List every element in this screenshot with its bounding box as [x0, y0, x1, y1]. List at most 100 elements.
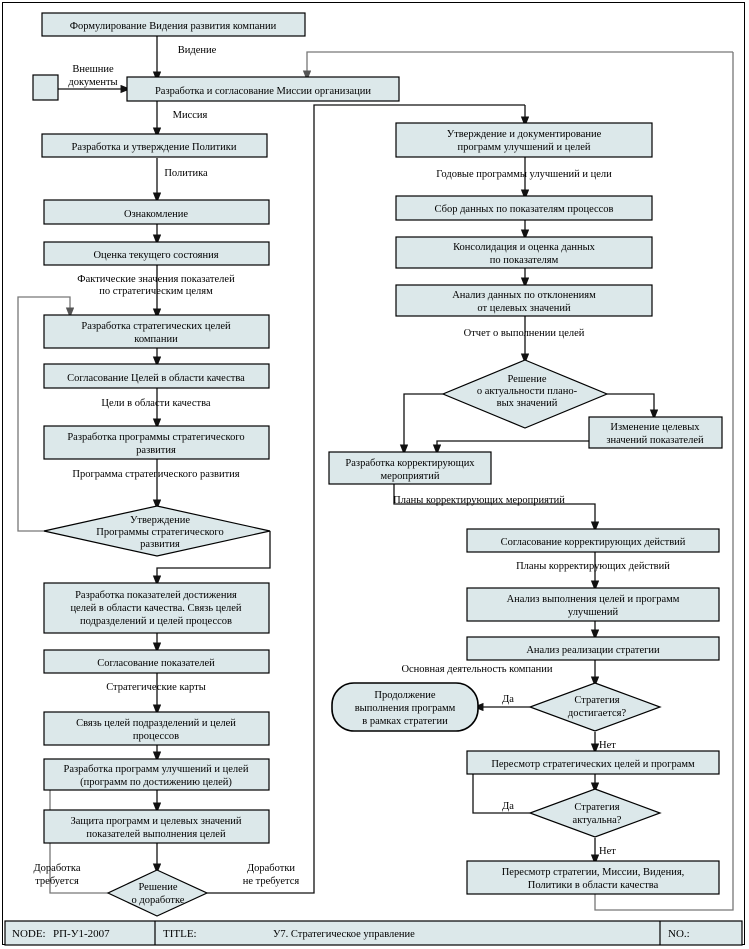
node-indicators-approval[interactable]: Согласование показателей: [43, 649, 270, 674]
node-deviation-analysis[interactable]: Анализ данных по отклонениям от целевых …: [395, 284, 653, 317]
node-strategic-goals-development[interactable]: Разработка стратегических целей компании: [43, 314, 270, 349]
node-policy-development-label: Разработка и утверждение Политики: [72, 142, 237, 153]
node-strategic-program-development-line1: Разработка программы стратегического: [67, 432, 244, 443]
node-strategy-realization-analysis-label: Анализ реализации стратегии: [526, 645, 660, 656]
node-corrective-actions-approval[interactable]: Согласование корректирующих действий: [466, 528, 720, 553]
node-quality-goals-approval-label: Согласование Целей в области качества: [67, 373, 245, 384]
edge-label-vision: Видение: [178, 45, 217, 56]
node-goals-execution-analysis[interactable]: Анализ выполнения целей и программ улучш…: [466, 587, 720, 622]
terminator-continue-programs-line1: Продолжение: [374, 690, 435, 701]
edge-label-quality-goals: Цели в области качества: [101, 398, 210, 409]
node-indicators-approval-label: Согласование показателей: [97, 658, 215, 669]
node-current-state-assessment[interactable]: Оценка текущего состояния: [43, 241, 270, 266]
connectors: [17, 36, 734, 911]
node-current-state-assessment-label: Оценка текущего состояния: [93, 250, 218, 261]
node-process-data-collection[interactable]: Сбор данных по показателям процессов: [395, 195, 653, 221]
node-data-consolidation[interactable]: Консолидация и оценка данных по показате…: [395, 236, 653, 269]
decision-planned-values-relevance[interactable]: Решение о актуальности плано- вых значен…: [441, 359, 609, 429]
edge-label-actual-values-line1: Фактические значения показателей: [77, 274, 235, 285]
node-goals-execution-analysis-line1: Анализ выполнения целей и программ: [507, 594, 680, 605]
decision-strategic-program-approval[interactable]: Утверждение Программы стратегического ра…: [43, 505, 271, 557]
terminator-continue-programs[interactable]: Продолжение выполнения программ в рамках…: [331, 682, 479, 732]
edge-label-annual-programs: Годовые программы улучшений и цели: [436, 169, 612, 180]
edge-label-goals-report: Отчет о выполнении целей: [464, 328, 585, 339]
node-corrective-measures-development-line1: Разработка корректирующих: [345, 458, 475, 469]
node-strategic-goals-development-line1: Разработка стратегических целей: [81, 321, 231, 332]
decision-strategy-achieved-yes-label: Да: [502, 694, 514, 705]
footer-node-label: NODE:: [12, 928, 46, 940]
edge-label-strategic-program: Программа стратегического развития: [72, 469, 239, 480]
decision-rework[interactable]: Решение о доработке: [106, 869, 209, 917]
node-goals-linking-line2: процессов: [133, 731, 179, 742]
node-vision-formulation-label: Формулирование Видения развития компании: [70, 21, 277, 32]
decision-strategy-achieved-no-label: Нет: [599, 740, 616, 751]
node-familiarization[interactable]: Ознакомление: [43, 199, 270, 225]
decision-rework-yes-line1: Доработка: [34, 863, 81, 874]
node-improvement-programs-development-line2: (программ по достижению целей): [80, 777, 232, 788]
decision-rework-yes-line2: требуется: [35, 876, 79, 887]
node-policy-development[interactable]: Разработка и утверждение Политики: [41, 133, 268, 158]
node-target-values-change[interactable]: Изменение целевых значений показателей: [588, 416, 723, 449]
footer-title-label: TITLE:: [163, 928, 197, 940]
node-programs-approval-documentation-line2: программ улучшений и целей: [457, 142, 590, 153]
node-data-consolidation-line1: Консолидация и оценка данных: [453, 242, 596, 253]
decision-strategy-achieved[interactable]: Стратегия достигается?: [528, 682, 662, 732]
node-improvement-programs-development-line1: Разработка программ улучшений и целей: [64, 764, 249, 775]
node-strategic-program-development[interactable]: Разработка программы стратегического раз…: [43, 425, 270, 460]
node-strategy-realization-analysis[interactable]: Анализ реализации стратегии: [466, 636, 720, 661]
terminator-continue-programs-line2: выполнения программ: [355, 703, 456, 714]
footer-no-label: NO.:: [668, 928, 690, 940]
node-programs-approval-documentation[interactable]: Утверждение и документирование программ …: [395, 122, 653, 158]
node-strategic-goals-development-line2: компании: [134, 334, 178, 345]
node-data-consolidation-line2: по показателям: [490, 255, 559, 266]
node-external-documents[interactable]: [32, 74, 59, 101]
decision-strategy-achieved-line2: достигается?: [568, 708, 627, 719]
decision-strategic-program-approval-line3: развития: [140, 539, 180, 550]
decision-planned-values-relevance-line1: Решение: [507, 374, 546, 385]
node-corrective-measures-development-line2: мероприятий: [381, 471, 440, 482]
decision-strategy-relevant-line2: актуальна?: [573, 815, 622, 826]
node-strategic-goals-revision-label: Пересмотр стратегических целей и програм…: [491, 759, 695, 770]
node-mission-development[interactable]: Разработка и согласование Миссии организ…: [126, 76, 400, 102]
footer-node-value: РП-У1-2007: [53, 928, 110, 940]
decision-rework-no-line2: не требуется: [243, 876, 300, 887]
decision-strategy-achieved-line1: Стратегия: [574, 695, 619, 706]
node-deviation-analysis-line2: от целевых значений: [477, 303, 571, 314]
node-target-values-change-line2: значений показателей: [606, 435, 704, 446]
node-goals-execution-analysis-line2: улучшений: [568, 607, 619, 618]
node-strategic-program-development-line2: развития: [136, 445, 176, 456]
node-strategy-mission-vision-revision-line2: Политики в области качества: [528, 880, 659, 891]
decision-planned-values-relevance-line3: вых значений: [497, 398, 558, 409]
edge-label-core-activity: Основная деятельность компании: [401, 664, 552, 675]
node-goal-indicators-development[interactable]: Разработка показателей достижения целей …: [43, 582, 270, 634]
node-quality-goals-approval[interactable]: Согласование Целей в области качества: [43, 363, 270, 389]
node-corrective-actions-approval-label: Согласование корректирующих действий: [501, 537, 686, 548]
node-programs-defense[interactable]: Защита программ и целевых значений показ…: [43, 809, 270, 844]
decision-strategy-relevant-no-label: Нет: [599, 846, 616, 857]
node-improvement-programs-development[interactable]: Разработка программ улучшений и целей (п…: [43, 758, 270, 791]
node-goals-linking[interactable]: Связь целей подразделений и целей процес…: [43, 711, 270, 746]
decision-rework-line1: Решение: [138, 882, 177, 893]
node-goals-linking-line1: Связь целей подразделений и целей: [76, 718, 236, 729]
decision-strategy-relevant[interactable]: Стратегия актуальна?: [528, 788, 662, 838]
decision-strategic-program-approval-line2: Программы стратегического: [96, 527, 223, 538]
node-strategic-goals-revision[interactable]: Пересмотр стратегических целей и програм…: [466, 750, 720, 775]
terminator-continue-programs-line3: в рамках стратегии: [362, 716, 448, 727]
node-programs-defense-line2: показателей выполнения целей: [86, 829, 226, 840]
node-strategy-mission-vision-revision-line1: Пересмотр стратегии, Миссии, Видения,: [502, 867, 685, 878]
footer-title-value: У7. Стратегическое управление: [273, 929, 415, 940]
node-strategy-mission-vision-revision[interactable]: Пересмотр стратегии, Миссии, Видения, По…: [466, 860, 720, 895]
decision-strategy-relevant-line1: Стратегия: [574, 802, 619, 813]
external-documents-label-line1: Внешние: [72, 64, 114, 75]
node-vision-formulation[interactable]: Формулирование Видения развития компании: [41, 12, 306, 37]
decision-rework-line2: о доработке: [132, 895, 185, 906]
node-corrective-measures-development[interactable]: Разработка корректирующих мероприятий: [328, 451, 492, 485]
node-goal-indicators-development-line1: Разработка показателей достижения: [75, 590, 237, 601]
node-goal-indicators-development-line3: подразделений и целей процессов: [80, 616, 232, 627]
edge-label-corrective-action-plans: Планы корректирующих действий: [516, 561, 670, 572]
node-mission-development-label: Разработка и согласование Миссии организ…: [155, 86, 371, 97]
decision-planned-values-relevance-line2: о актуальности плано-: [477, 386, 578, 397]
edge-label-corrective-measure-plans: Планы корректирующих мероприятий: [393, 495, 565, 506]
node-programs-approval-documentation-line1: Утверждение и документирование: [447, 129, 602, 140]
